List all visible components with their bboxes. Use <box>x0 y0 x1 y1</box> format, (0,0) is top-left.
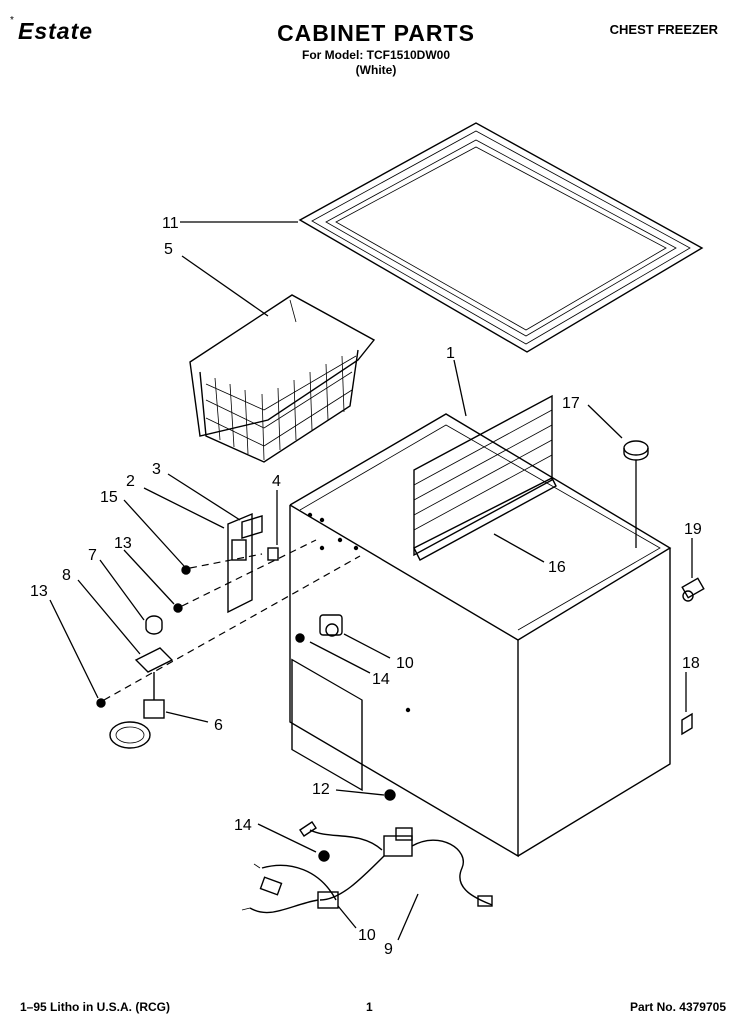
callout-16: 16 <box>548 559 566 576</box>
callout-14-upper: 14 <box>372 671 390 688</box>
callout-2: 2 <box>126 473 135 490</box>
wiring-harness-part <box>241 789 493 914</box>
brand-mark: * <box>10 15 14 26</box>
callout-4: 4 <box>272 473 281 490</box>
wire-basket-part <box>189 294 376 463</box>
footer-page-number: 1 <box>366 1000 373 1014</box>
thermostat-part <box>319 614 343 637</box>
callout-labels: 11 5 1 17 3 4 2 15 13 7 8 13 19 18 10 14… <box>30 215 702 958</box>
callout-11: 11 <box>162 215 179 232</box>
callout-7: 7 <box>88 547 97 564</box>
cabinet-body-part <box>289 413 672 858</box>
callout-18: 18 <box>682 655 700 672</box>
brand-logo: Estate <box>18 18 94 44</box>
callout-10-upper: 10 <box>396 655 414 672</box>
model-line: For Model: TCF1510DW00 <box>301 48 451 62</box>
callout-15: 15 <box>100 489 118 506</box>
color-line: (White) <box>355 63 397 77</box>
leader-lines <box>49 221 693 941</box>
lid-gasket-part <box>298 122 704 353</box>
category-label: CHEST FREEZER <box>609 22 718 37</box>
divider-part <box>413 394 557 561</box>
callout-10-lower: 10 <box>358 927 376 944</box>
callout-19: 19 <box>684 521 702 538</box>
callout-13-upper: 13 <box>114 535 132 552</box>
footer-litho: 1–95 Litho in U.S.A. (RCG) <box>20 1000 171 1014</box>
callout-14-lower: 14 <box>234 817 252 834</box>
label-part <box>681 712 693 736</box>
page-title: CABINET PARTS <box>277 20 475 46</box>
callout-3: 3 <box>152 461 161 478</box>
callout-8: 8 <box>62 567 71 584</box>
hinge-assembly-part <box>96 512 305 749</box>
callout-17: 17 <box>562 395 580 412</box>
drain-plug-part <box>623 440 649 461</box>
callout-9: 9 <box>384 941 393 958</box>
callout-1: 1 <box>446 345 455 362</box>
callout-6: 6 <box>214 717 223 734</box>
callout-12: 12 <box>312 781 330 798</box>
leveling-leg-part <box>681 577 705 602</box>
callout-5: 5 <box>164 241 173 258</box>
callout-13-lower: 13 <box>30 583 48 600</box>
footer-part-number: Part No. 4379705 <box>629 1000 726 1014</box>
